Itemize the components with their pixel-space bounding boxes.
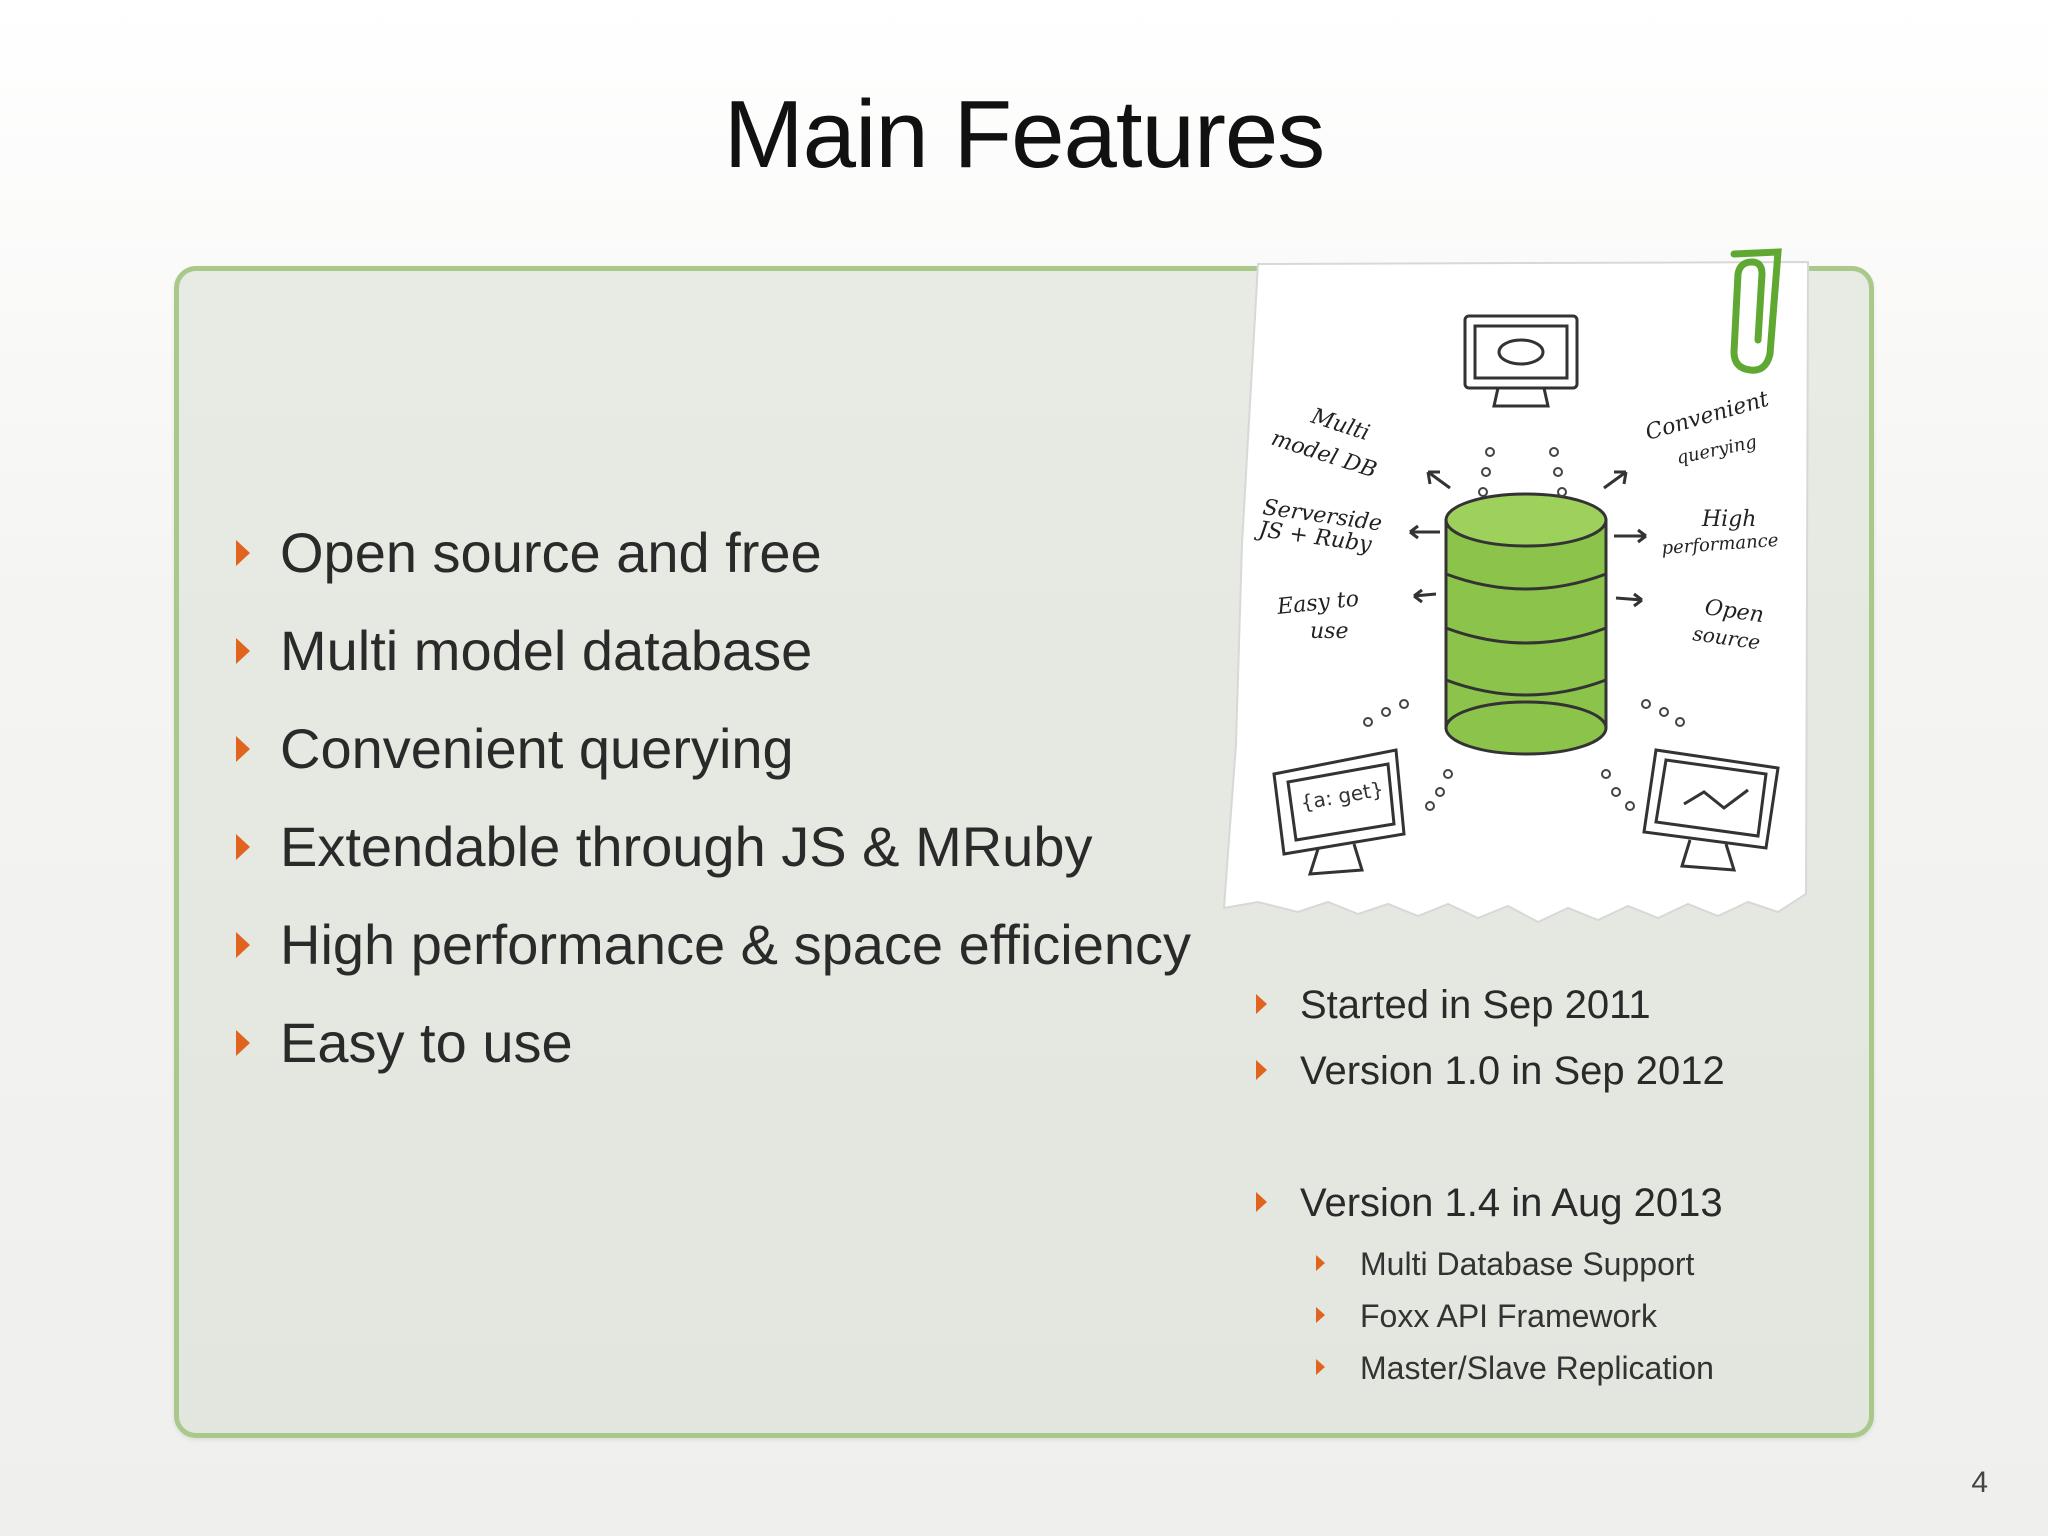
bullet-icon <box>236 1030 250 1056</box>
history-text: Version 1.4 in Aug 2013 <box>1300 1181 1723 1225</box>
bullet-icon <box>236 736 250 762</box>
history-text: Started in Sep 2011 <box>1300 983 1651 1027</box>
database-cylinder-icon <box>1444 492 1608 756</box>
sketch-label: High <box>1701 507 1756 532</box>
bullet-icon <box>1256 1192 1267 1212</box>
feature-text: Multi model database <box>280 619 813 682</box>
list-item: Extendable through JS & MRuby <box>232 814 1191 912</box>
sub-feature-text: Master/Slave Replication <box>1360 1350 1714 1386</box>
list-item: Started in Sep 2011 <box>1252 980 1725 1046</box>
feature-text: Easy to use <box>280 1011 573 1074</box>
list-item: Master/Slave Replication <box>1312 1348 1714 1400</box>
list-item: Open source and free <box>232 520 1191 618</box>
bullet-icon <box>236 540 250 566</box>
feature-list: Open source and free Multi model databas… <box>232 520 1191 1108</box>
list-item: Easy to use <box>232 1010 1191 1108</box>
bullet-icon <box>236 638 250 664</box>
bullet-icon <box>1316 1359 1325 1375</box>
bullet-icon <box>1256 994 1267 1014</box>
bullet-icon <box>1256 1060 1267 1080</box>
bullet-icon <box>1316 1255 1325 1271</box>
arrow-icons <box>1409 470 1647 608</box>
history-text: Version 1.0 in Sep 2012 <box>1300 1049 1725 1093</box>
feature-text: Convenient querying <box>280 717 794 780</box>
list-item: Version 1.0 in Sep 2012 <box>1252 1046 1725 1178</box>
slide-title: Main Features <box>723 81 1326 188</box>
page-number: 4 <box>1971 1466 1988 1499</box>
list-item: Multi Database Support <box>1312 1244 1714 1296</box>
feature-text: Open source and free <box>280 521 822 584</box>
database-sketch-illustration: {a: get} Multi model DB Serversid <box>1222 248 1810 924</box>
list-item: High performance & space efficiency <box>232 912 1191 1010</box>
list-item: Version 1.4 in Aug 2013 <box>1252 1178 1725 1242</box>
monitor-icon <box>1642 748 1780 872</box>
monitor-icon <box>1463 314 1579 408</box>
version-feature-list: Multi Database Support Foxx API Framewor… <box>1312 1244 1714 1400</box>
bullet-icon <box>1316 1307 1325 1323</box>
list-item: Multi model database <box>232 618 1191 716</box>
bullet-icon <box>236 932 250 958</box>
sketch-label: use <box>1310 619 1348 644</box>
list-item: Convenient querying <box>232 716 1191 814</box>
history-list: Started in Sep 2011 Version 1.0 in Sep 2… <box>1252 980 1725 1242</box>
feature-text: Extendable through JS & MRuby <box>280 815 1093 878</box>
feature-text: High performance & space efficiency <box>280 913 1191 976</box>
sub-feature-text: Foxx API Framework <box>1360 1298 1657 1334</box>
bullet-icon <box>236 834 250 860</box>
list-item: Foxx API Framework <box>1312 1296 1714 1348</box>
sub-feature-text: Multi Database Support <box>1360 1246 1695 1282</box>
paperclip-icon <box>1730 248 1782 374</box>
connector-dots <box>1363 447 1685 811</box>
